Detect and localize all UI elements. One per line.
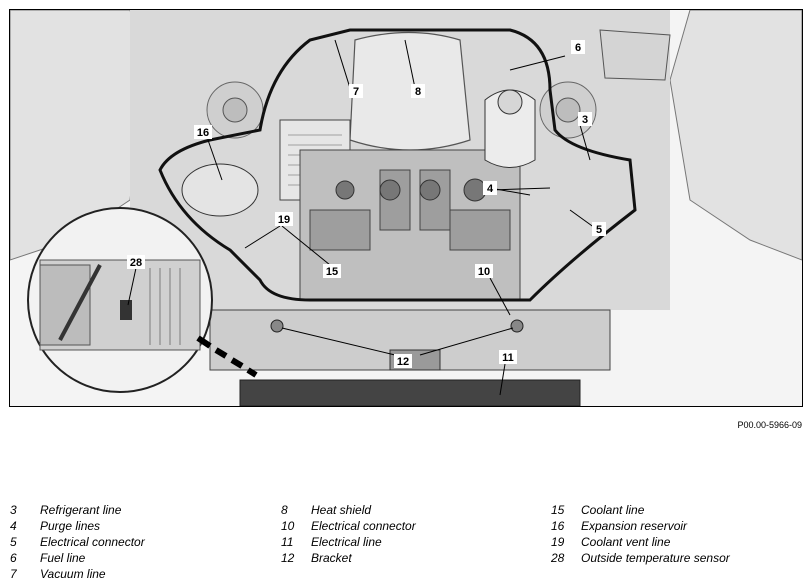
bracket-right: [510, 319, 524, 333]
legend-text: Coolant line: [581, 503, 645, 517]
legend-number: 15: [551, 503, 565, 517]
legend-text: Refrigerant line: [40, 503, 122, 517]
legend-text: Heat shield: [311, 503, 372, 517]
legend-number: 4: [10, 519, 17, 533]
legend-text: Electrical line: [311, 535, 382, 549]
legend-text: Purge lines: [40, 519, 101, 533]
front-grille: [239, 379, 581, 406]
legend: 3 Refrigerant line 4 Purge lines 5 Electric…: [10, 502, 810, 582]
legend-number: 10: [281, 519, 295, 533]
legend-number: 19: [551, 535, 565, 549]
right-reservoir: [484, 89, 536, 168]
legend-text: Coolant vent line: [581, 535, 671, 549]
engine-bay-illustration: 6 7 8 3 16 4 19 5 28 15 10 12 11: [9, 9, 803, 407]
callout-16: 16: [197, 127, 209, 139]
legend-text: Electrical connector: [40, 535, 145, 549]
callout-8: 8: [415, 86, 421, 98]
legend-text: Electrical connector: [311, 519, 416, 533]
legend-item: 5 Electrical connector: [10, 534, 145, 550]
legend-column-2: 8 Heat shield 10 Electrical connector 11 El…: [281, 502, 416, 566]
legend-text: Fuel line: [40, 551, 86, 565]
legend-number: 3: [10, 503, 17, 517]
callout-19: 19: [278, 214, 290, 226]
heat-shield: [349, 31, 471, 151]
legend-item: 8 Heat shield: [281, 502, 416, 518]
legend-text: Expansion reservoir: [581, 519, 688, 533]
callout-7: 7: [353, 86, 359, 98]
legend-column-3: 15 Coolant line 16 Expansion reservoir 19 C…: [551, 502, 730, 566]
inset-detail-view: [27, 207, 213, 393]
legend-text: Outside temperature sensor: [581, 551, 730, 565]
right-fender: [669, 10, 802, 261]
legend-text: Vacuum line: [40, 567, 106, 581]
legend-number: 28: [551, 551, 565, 565]
callout-5: 5: [596, 224, 602, 236]
legend-item: 19 Coolant vent line: [551, 534, 730, 550]
legend-column-1: 3 Refrigerant line 4 Purge lines 5 Electric…: [10, 502, 145, 582]
bracket-left: [270, 319, 284, 333]
legend-number: 6: [10, 551, 17, 565]
legend-text: Bracket: [311, 551, 352, 565]
legend-item: 3 Refrigerant line: [10, 502, 145, 518]
legend-number: 7: [10, 567, 17, 581]
coolant-loop: [158, 28, 637, 302]
legend-item: 6 Fuel line: [10, 550, 145, 566]
legend-number: 8: [281, 503, 288, 517]
legend-item: 28 Outside temperature sensor: [551, 550, 730, 566]
legend-item: 11 Electrical line: [281, 534, 416, 550]
callout-6: 6: [575, 42, 581, 54]
callout-12: 12: [397, 356, 409, 368]
legend-number: 12: [281, 551, 295, 565]
legend-item: 15 Coolant line: [551, 502, 730, 518]
legend-item: 10 Electrical connector: [281, 518, 416, 534]
expansion-reservoir: [181, 163, 259, 217]
callout-28: 28: [130, 257, 142, 269]
callout-4: 4: [487, 183, 494, 195]
fuse-box: [599, 29, 671, 81]
outside-temperature-sensor: [120, 300, 132, 320]
legend-number: 11: [281, 535, 294, 549]
legend-item: 4 Purge lines: [10, 518, 145, 534]
callout-11: 11: [502, 352, 514, 364]
figure-code: P00.00-5966-09: [737, 420, 802, 430]
legend-item: 7 Vacuum line: [10, 566, 145, 582]
callout-10: 10: [478, 266, 490, 278]
legend-item: 16 Expansion reservoir: [551, 518, 730, 534]
legend-item: 12 Bracket: [281, 550, 416, 566]
callout-3: 3: [582, 114, 588, 126]
legend-number: 16: [551, 519, 565, 533]
callout-15: 15: [326, 266, 338, 278]
legend-number: 5: [10, 535, 17, 549]
